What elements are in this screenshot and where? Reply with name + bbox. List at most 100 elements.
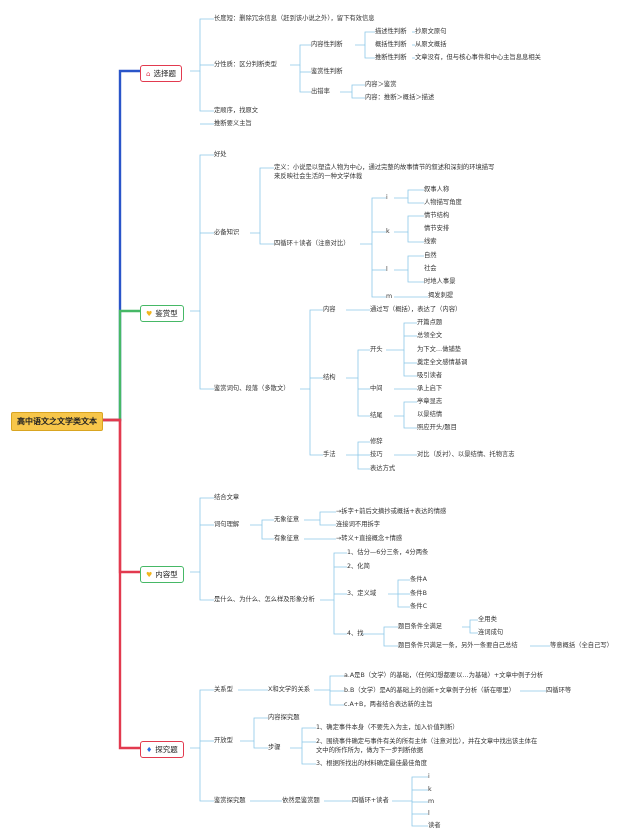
root-node[interactable]: 高中语文之文学类文本: [11, 412, 103, 431]
connector-line: [386, 322, 417, 351]
connector-line: [394, 189, 424, 199]
mindmap-node: 吸引读者: [417, 372, 443, 379]
connector-line: [333, 600, 347, 635]
mindmap-node: 推断性判断: [375, 54, 407, 61]
mindmap-node: 文中的所作所为，做为下一步判断依据: [316, 747, 424, 754]
mindmap-node: 2、化简: [347, 563, 370, 570]
connector-line: [371, 244, 386, 298]
mindmap-node: 人物描写角度: [424, 199, 462, 206]
connector-line: [469, 627, 478, 634]
mindmap-node: 读者: [428, 822, 441, 829]
mindmap-node: 修辞: [370, 438, 383, 445]
connector-line: [199, 572, 214, 601]
mindmap-node: 1、确定事件本身（不要先入为主，加入价值判断）: [316, 724, 459, 731]
connector-line: [403, 416, 417, 429]
mindmap-node: 照应开头/题目: [417, 424, 457, 431]
mindmap-node: 推断要义主旨: [214, 120, 252, 127]
mindmap-node: 条件A: [410, 576, 427, 583]
mindmap-node: 四循环＋读者（注意对比）: [274, 240, 350, 247]
connector-line: [388, 579, 410, 595]
connector-line: [346, 349, 370, 379]
connector-line: [355, 31, 375, 46]
mindmap-node: 是什么、为什么、怎么样及形象分析: [214, 596, 315, 603]
mindmap-node: 4、找: [347, 630, 364, 637]
mindmap-node: 情节结构: [424, 212, 450, 219]
mindmap-node: m: [386, 293, 393, 300]
connector-line: [364, 45, 375, 59]
mindmap-node: 开篇点题: [417, 319, 443, 326]
connector-line: [319, 520, 336, 526]
connector-line: [199, 748, 214, 802]
connector-line: [100, 309, 140, 422]
mindmap-node: l: [428, 810, 430, 817]
mindmap-node: k: [386, 228, 390, 235]
connector-line: [314, 675, 344, 691]
mindmap-node: 中间: [370, 385, 383, 392]
connector-line: [259, 233, 274, 245]
connector-line: [403, 350, 417, 377]
mindmap-node: 情节安排: [424, 225, 450, 232]
mindmap-node: 奠定全文感情基调: [417, 359, 468, 366]
mindmap-node: 连接词不用拆字: [336, 521, 381, 528]
mindmap-node: 概括性判断: [375, 41, 407, 48]
mindmap-node: 词句理解: [214, 521, 240, 528]
mindmap-node: 描述性判断: [375, 28, 407, 35]
mindmap-node: 依然是鉴赏题: [282, 797, 320, 804]
mindmap-node: 文章没有，但与核心事件和中心主旨息息相关: [415, 54, 541, 61]
mindmap-node: 自然: [424, 252, 437, 259]
mindmap-node: 总领全文: [417, 332, 443, 339]
connector-line: [290, 727, 316, 749]
connector-line: [360, 197, 386, 245]
root-label: 高中语文之文学类文本: [17, 417, 97, 426]
mindmap-node: b.B（文学）是A的基础上的创新+文章例子分析（新在哪里）: [344, 687, 516, 694]
mindmap-node: 叙事人称: [424, 186, 450, 193]
mindmap-node: 手法: [323, 451, 336, 458]
connector-line: [397, 594, 410, 608]
connector-line: [290, 44, 311, 66]
flame-icon: ♦: [146, 746, 153, 754]
mindmap-node: a.A是B（文学）的基础，（任何幻想都要以…为基础）+文章中例子分析: [344, 672, 544, 679]
mindmap-node: c.A+B，两者结合表达新的主旨: [344, 701, 433, 708]
connector-line: [199, 311, 214, 390]
category-node[interactable]: ⌂选择题: [140, 65, 182, 82]
category-node[interactable]: ♦探究题: [140, 741, 184, 758]
category-node[interactable]: ♥内容型: [140, 566, 184, 583]
connector-line: [190, 497, 214, 573]
mindmap-node: l: [386, 266, 388, 273]
connector-line: [394, 401, 417, 417]
connector-line: [351, 92, 365, 99]
mindmap-node: 技巧: [370, 451, 383, 458]
mindmap-node: 四循环+读者: [352, 797, 389, 804]
mindmap-node: 线索: [424, 238, 437, 245]
mindmap-node: 分性质：区分判断类型: [214, 61, 277, 68]
mindmap-node: →拆字+前后文摘抄或概括+表达的情感: [336, 508, 447, 515]
mindmap-node: 鉴赏探究题: [214, 797, 246, 804]
category-label: 内容型: [155, 570, 178, 579]
mindmap-node: 结合文章: [214, 494, 240, 501]
mindmap-node: 题目条件全满足: [398, 623, 443, 630]
mindmap-node: 结尾: [370, 412, 383, 419]
mindmap-node: 3、定义域: [347, 590, 377, 597]
category-node[interactable]: ♥鉴赏型: [140, 305, 184, 322]
mindmap-node: 出错率: [311, 88, 330, 95]
mindmap-node: 全用类: [478, 616, 497, 623]
mindmap-node: 条件B: [410, 590, 427, 597]
connector-line: [253, 741, 268, 749]
mindmap-node: 鉴赏词句、段落（多散文）: [214, 385, 290, 392]
connector-line: [329, 690, 344, 706]
mindmap-node: 承上启下: [417, 385, 443, 392]
mindmap-node: 必备知识: [214, 229, 240, 236]
mindmap-node: 定顺序，找原文: [214, 107, 259, 114]
connector-line: [346, 441, 370, 456]
mindmap-node: 抄原文原句: [415, 28, 447, 35]
mindmap-node: 开放型: [214, 737, 233, 744]
mindmap-node: 通过写（概括），表达了（内容）: [370, 306, 462, 313]
mindmap-node: 1、估分—6分三条，4分两条: [347, 549, 429, 556]
heart-icon: ♥: [146, 571, 153, 579]
mindmap-node: 时地人事景: [424, 278, 456, 285]
mindmap-node: 题目条件只满足一条，另外一条要自己总结: [398, 642, 518, 649]
connector-line: [190, 689, 214, 749]
category-label: 鉴赏型: [155, 309, 178, 318]
mindmap-node: 开头: [370, 346, 383, 353]
connector-line: [261, 525, 274, 540]
